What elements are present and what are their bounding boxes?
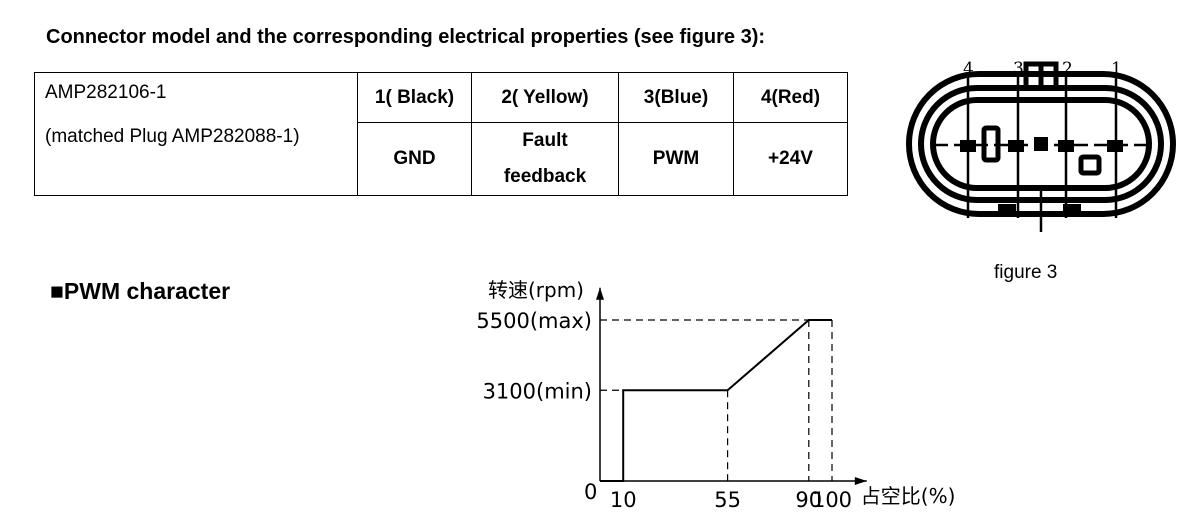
y-axis-arrow (596, 287, 604, 300)
x-axis-arrow (854, 477, 867, 485)
chart-y-label: 转速(rpm) (488, 278, 584, 302)
figure-caption: figure 3 (994, 262, 1058, 283)
pin-2-value: Fault feedback (471, 122, 619, 196)
chart-x-label: 占空比(%) (861, 484, 956, 508)
section-heading: Connector model and the corresponding el… (46, 26, 766, 48)
matched-plug: (matched Plug AMP282088-1) (45, 126, 300, 147)
x-tick-100: 100 (812, 488, 852, 512)
x-tick-0: 0 (584, 480, 597, 504)
y-tick-1: 5500(max) (476, 309, 592, 333)
pin-3-header: 3(Blue) (618, 72, 734, 123)
x-tick-55: 55 (714, 488, 741, 512)
pin-1-value: GND (357, 122, 472, 196)
pin-3-value: PWM (618, 122, 734, 196)
pin-2-value-text: Fault feedback (503, 130, 587, 187)
pin-4-header: 4(Red) (733, 72, 848, 123)
model-cell: AMP282106-1 (matched Plug AMP282088-1) (34, 72, 358, 196)
pin-4-value: +24V (733, 122, 848, 196)
x-tick-10: 10 (610, 488, 637, 512)
connector-model: AMP282106-1 (45, 82, 167, 103)
connector-table: AMP282106-1 (matched Plug AMP282088-1) 1… (34, 72, 848, 196)
section-title: ■PWM character (50, 278, 231, 304)
pin-2-header: 2( Yellow) (471, 72, 619, 123)
speed-curve (600, 319, 832, 482)
y-tick-0: 3100(min) (483, 379, 592, 403)
x-tick-90: 90 (795, 488, 822, 512)
